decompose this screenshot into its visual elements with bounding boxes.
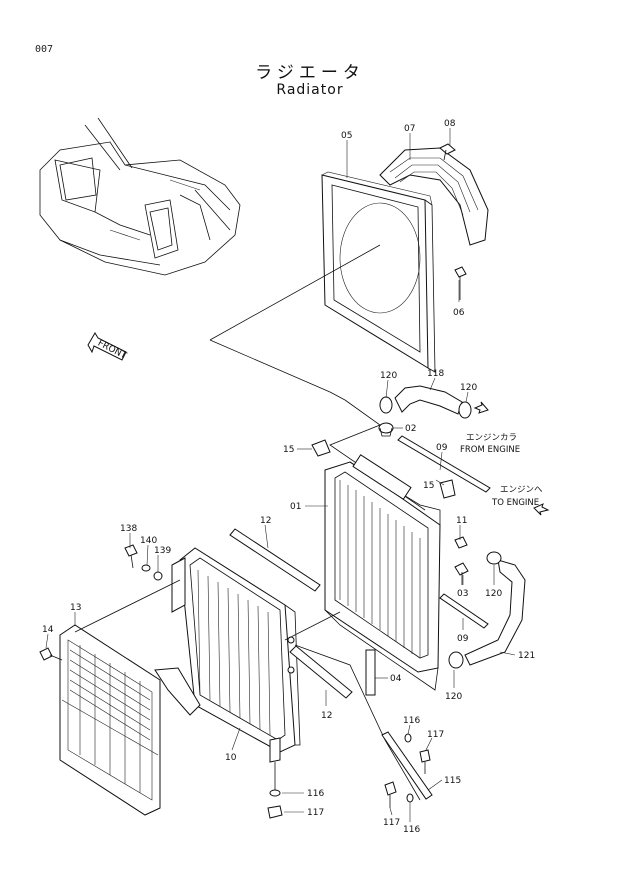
fan-guard bbox=[379, 147, 489, 246]
radiator-cap bbox=[378, 422, 394, 437]
callout-116c: 116 bbox=[403, 825, 420, 835]
bolt-117 bbox=[384, 781, 397, 796]
note-from-engine-en: FROM ENGINE bbox=[460, 445, 520, 455]
bolt-08 bbox=[439, 143, 456, 161]
callout-116b: 116 bbox=[307, 789, 324, 799]
callout-15b: 15 bbox=[423, 481, 434, 491]
hose-clamp bbox=[448, 651, 464, 669]
callout-09a: 09 bbox=[436, 443, 448, 453]
callout-01: 01 bbox=[290, 502, 301, 512]
callout-09b: 09 bbox=[457, 634, 469, 644]
page-number: 007 bbox=[35, 44, 54, 55]
pipe-04 bbox=[365, 649, 376, 696]
bolt-11 bbox=[454, 536, 468, 549]
bracket-15-right bbox=[439, 479, 456, 499]
upper-hose bbox=[379, 385, 472, 419]
bolt-117 bbox=[419, 749, 431, 763]
washer-116 bbox=[269, 789, 281, 797]
washer-116 bbox=[406, 793, 414, 803]
stay-rod-12-upper bbox=[229, 528, 321, 592]
callout-02: 02 bbox=[405, 424, 416, 434]
callout-10: 10 bbox=[225, 753, 237, 763]
callout-labels: 05 07 08 06 120 118 120 02 15 09 15 01 1… bbox=[42, 119, 535, 835]
note-to-engine-jp: エンジンへ bbox=[500, 485, 543, 495]
bracket-15-left bbox=[311, 439, 331, 457]
callout-03: 03 bbox=[457, 589, 468, 599]
stay-rod-12-lower bbox=[289, 645, 353, 699]
front-label: FRONT bbox=[96, 339, 128, 362]
callout-12a: 12 bbox=[260, 516, 271, 526]
alignment-line-e bbox=[284, 611, 341, 641]
callout-12b: 12 bbox=[321, 711, 332, 721]
callout-121: 121 bbox=[518, 651, 535, 661]
callout-117c: 117 bbox=[383, 818, 400, 828]
callout-13: 13 bbox=[70, 603, 81, 613]
callout-120c: 120 bbox=[485, 589, 502, 599]
fan-shroud bbox=[321, 171, 436, 373]
callout-116a: 116 bbox=[403, 716, 420, 726]
note-from-engine-jp: エンジンカラ bbox=[466, 433, 517, 443]
callout-120d: 120 bbox=[445, 692, 462, 702]
radiator-core bbox=[324, 454, 441, 691]
leader-lines bbox=[45, 128, 516, 822]
alignment-line-f bbox=[294, 644, 421, 801]
alignment-line-a bbox=[209, 339, 346, 401]
stay-rod-upper bbox=[397, 435, 491, 493]
hose-clamp bbox=[379, 396, 393, 414]
callout-14: 14 bbox=[42, 625, 54, 635]
bolt-138 bbox=[124, 544, 138, 557]
callout-115: 115 bbox=[444, 776, 461, 786]
alignment-line-b bbox=[209, 244, 381, 341]
drain-hose bbox=[381, 731, 433, 800]
callout-140: 140 bbox=[140, 536, 157, 546]
washer-140 bbox=[141, 564, 151, 572]
callout-118: 118 bbox=[427, 369, 444, 379]
bolt-14 bbox=[39, 647, 53, 661]
callout-15a: 15 bbox=[283, 445, 294, 455]
callout-07: 07 bbox=[404, 124, 415, 134]
note-to-engine-en: TO ENGINE bbox=[491, 498, 539, 508]
callout-08: 08 bbox=[444, 119, 456, 129]
washer-139 bbox=[153, 571, 163, 581]
callout-120b: 120 bbox=[460, 383, 477, 393]
dust-screen bbox=[59, 624, 161, 816]
stay-rod-lower bbox=[439, 593, 489, 629]
lower-hose bbox=[448, 551, 526, 669]
hose-clamp bbox=[458, 401, 472, 419]
callout-117b: 117 bbox=[307, 808, 324, 818]
callout-120a: 120 bbox=[380, 371, 397, 381]
front-direction-arrow: FRONT bbox=[87, 332, 128, 362]
from-engine-arrow bbox=[473, 401, 489, 414]
callout-04: 04 bbox=[390, 674, 402, 684]
callout-138: 138 bbox=[120, 524, 137, 534]
hose-clamp bbox=[486, 551, 502, 565]
page-title-japanese: ラジエータ bbox=[255, 63, 365, 83]
callout-139: 139 bbox=[154, 546, 171, 556]
callout-06: 06 bbox=[453, 308, 465, 318]
page-title-english: Radiator bbox=[276, 82, 344, 98]
callout-11: 11 bbox=[456, 516, 467, 526]
callout-117a: 117 bbox=[427, 730, 444, 740]
bolt-117 bbox=[267, 805, 283, 819]
to-engine-arrow bbox=[533, 503, 550, 516]
washer-116 bbox=[404, 733, 412, 743]
callout-05: 05 bbox=[341, 131, 352, 141]
oil-cooler bbox=[154, 547, 301, 763]
excavator-overview-sketch bbox=[39, 117, 241, 276]
bolt-03 bbox=[454, 562, 469, 576]
alignment-line-d bbox=[74, 579, 181, 633]
bolt-06 bbox=[454, 266, 467, 300]
